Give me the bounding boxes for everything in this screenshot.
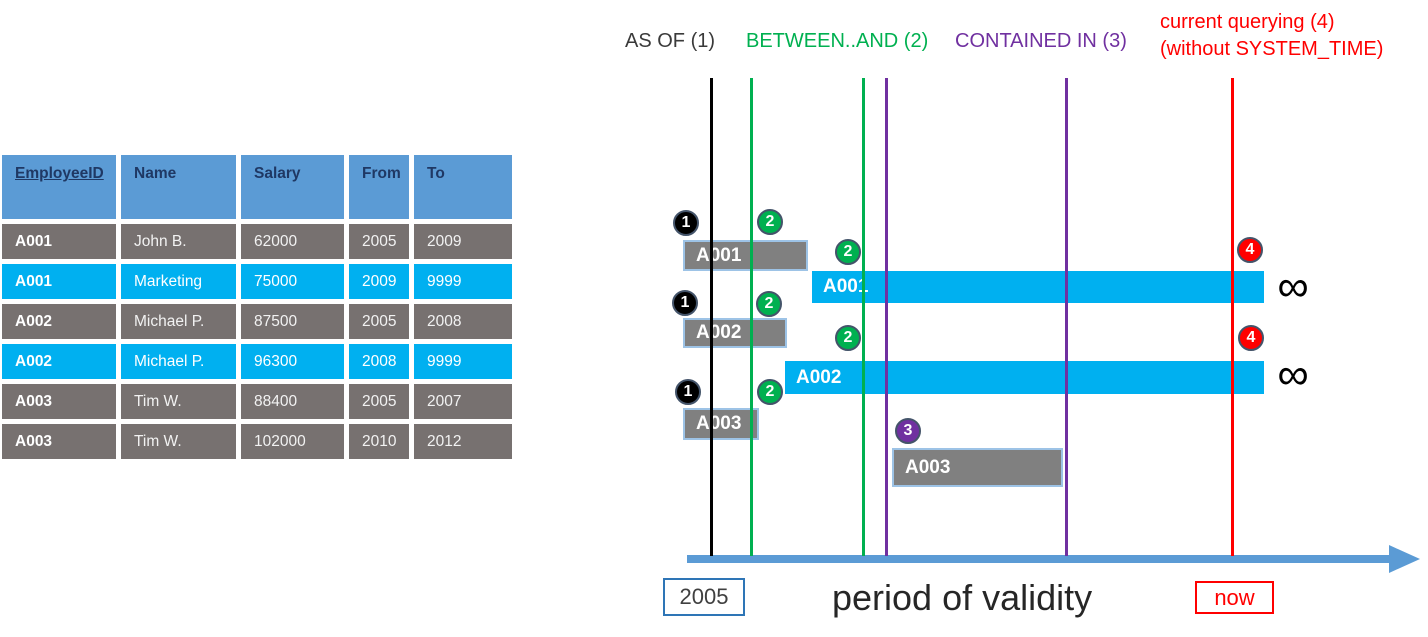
bar-a003-history: A003 [683, 408, 759, 440]
table-cell: 88400 [241, 384, 344, 419]
table-cell: 87500 [241, 304, 344, 339]
table-header-cell: Name [121, 155, 236, 219]
table-cell: 2005 [349, 384, 409, 419]
table-cell: Marketing [121, 264, 236, 299]
infinity-symbol: ∞ [1277, 262, 1309, 311]
now-line [1231, 78, 1234, 556]
table-cell: 2009 [414, 224, 512, 259]
timeline-axis [687, 555, 1391, 563]
bar-a001-current: A001 [812, 271, 1264, 303]
table-cell: 2012 [414, 424, 512, 459]
table-header-cell: To [414, 155, 512, 219]
table-cell: A002 [2, 304, 116, 339]
table-cell: 96300 [241, 344, 344, 379]
table-cell: Michael P. [121, 304, 236, 339]
contained-start-line [885, 78, 888, 556]
contained-end-line [1065, 78, 1068, 556]
legend-between-and: BETWEEN..AND (2) [746, 30, 929, 52]
axis-end-label: now [1195, 581, 1274, 614]
table-cell: 2008 [414, 304, 512, 339]
badge-2: 2 [757, 209, 783, 235]
badge-2: 2 [756, 291, 782, 317]
between-start-line [750, 78, 753, 556]
between-end-line [862, 78, 865, 556]
table-cell: 2007 [414, 384, 512, 419]
legend-current-line2: (without SYSTEM_TIME) [1160, 38, 1384, 60]
legend-as-of: AS OF (1) [625, 30, 716, 52]
timeline-axis-arrowhead [1389, 545, 1420, 573]
table-cell: 62000 [241, 224, 344, 259]
badge-2: 2 [835, 239, 861, 265]
as-of-line [710, 78, 713, 556]
bar-a002-history: A002 [683, 318, 787, 348]
table-cell: 2010 [349, 424, 409, 459]
table-cell: 102000 [241, 424, 344, 459]
table-cell: 9999 [414, 344, 512, 379]
badge-1: 1 [673, 210, 699, 236]
infinity-symbol: ∞ [1277, 350, 1309, 399]
table-cell: 9999 [414, 264, 512, 299]
badge-4: 4 [1237, 237, 1263, 263]
table-cell: 2009 [349, 264, 409, 299]
table-cell: A001 [2, 264, 116, 299]
table-header-cell: EmployeeID [2, 155, 116, 219]
badge-2: 2 [835, 325, 861, 351]
table-cell: A002 [2, 344, 116, 379]
table-header-cell: Salary [241, 155, 344, 219]
table-cell: A003 [2, 384, 116, 419]
table-cell: Tim W. [121, 384, 236, 419]
table-cell: 2005 [349, 224, 409, 259]
table-cell: A001 [2, 224, 116, 259]
axis-start-label: 2005 [663, 578, 745, 616]
table-cell: 2008 [349, 344, 409, 379]
bar-a002-current: A002 [785, 361, 1264, 394]
table-cell: Tim W. [121, 424, 236, 459]
legend-contained-in: CONTAINED IN (3) [955, 30, 1127, 52]
table-header-cell: From [349, 155, 409, 219]
table-cell: 75000 [241, 264, 344, 299]
table-cell: John B. [121, 224, 236, 259]
badge-4: 4 [1238, 325, 1264, 351]
bar-a001-history: A001 [683, 240, 808, 271]
badge-1: 1 [672, 290, 698, 316]
legend-current-line1: current querying (4) [1160, 11, 1335, 33]
badge-2: 2 [757, 379, 783, 405]
table-cell: 2005 [349, 304, 409, 339]
axis-title: period of validity [832, 577, 1093, 618]
legend-current-querying: current querying (4) (without SYSTEM_TIM… [1160, 9, 1383, 63]
bar-a003-history: A003 [892, 448, 1063, 487]
table-cell: Michael P. [121, 344, 236, 379]
table-cell: A003 [2, 424, 116, 459]
badge-1: 1 [675, 379, 701, 405]
badge-3: 3 [895, 418, 921, 444]
